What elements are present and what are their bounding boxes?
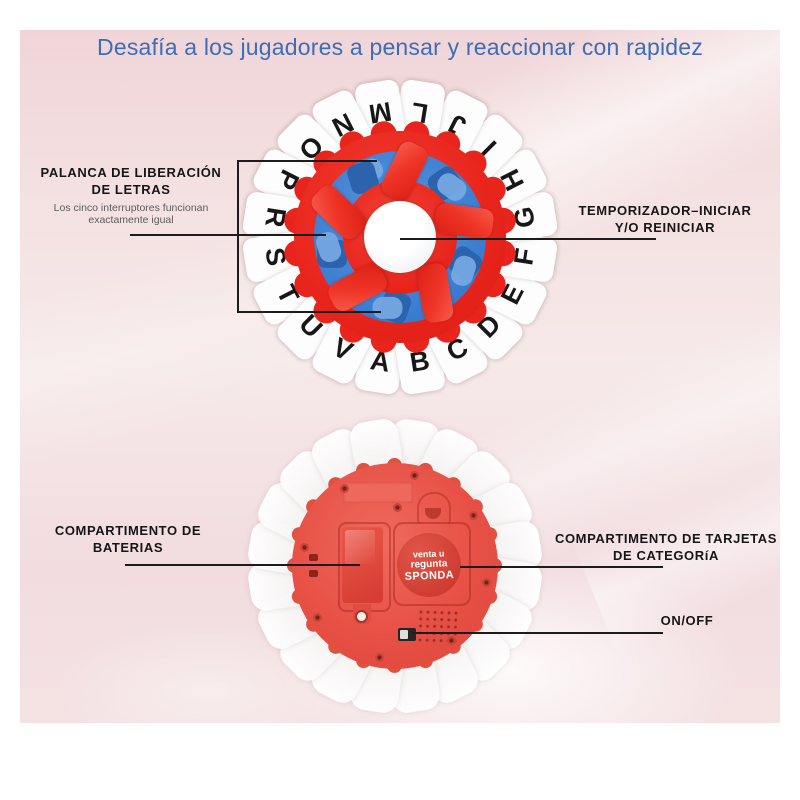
screw <box>312 612 322 622</box>
label-lever: PALANCA DE LIBERACIÓN DE LETRAS Los cinc… <box>25 164 237 226</box>
label-cards: COMPARTIMENTO DE TARJETAS DE CATEGORíA <box>544 530 780 564</box>
callout-line-lever-mid <box>130 234 326 236</box>
label-lever-sub1: Los cinco interruptores funcionan <box>53 202 209 214</box>
sticker-text: SPONDA <box>404 568 455 583</box>
rim-slot <box>309 554 318 561</box>
headline: Desafía a los jugadores a pensar y reacc… <box>97 34 703 60</box>
label-lever-line1: PALANCA DE LIBERACIÓN <box>40 165 222 180</box>
label-battery-line2: BATERIAS <box>92 540 164 555</box>
screw <box>446 635 456 645</box>
screw <box>299 542 309 552</box>
callout-line-timer <box>400 238 656 240</box>
label-lever-sub2: exactamente igual <box>88 214 174 226</box>
game-wheel-back: venta u regunta SPONDA <box>245 416 545 716</box>
label-cards-line2: DE CATEGORíA <box>613 548 719 563</box>
screw <box>468 510 478 520</box>
card-compartment <box>393 522 471 606</box>
label-power: ON/OFF <box>632 612 742 629</box>
battery-screw <box>355 610 368 623</box>
timer-button <box>364 201 436 273</box>
rim-slot <box>309 570 318 577</box>
label-lever-line2: DE LETRAS <box>91 182 171 197</box>
power-switch-knob <box>400 630 408 639</box>
screw <box>409 470 419 480</box>
screw <box>392 502 402 512</box>
label-recess <box>343 482 413 503</box>
label-timer-line1: TEMPORIZADOR–INICIAR <box>578 203 752 218</box>
hanger-notch <box>417 492 451 524</box>
callout-line-cards <box>460 566 663 568</box>
screw <box>481 577 491 587</box>
label-battery-line1: COMPARTIMENTO DE <box>54 523 202 538</box>
callout-line-lever-vertical <box>237 160 239 313</box>
callout-line-lever-bottom <box>237 311 381 313</box>
callout-line-battery <box>125 564 360 566</box>
label-power-text: ON/OFF <box>660 613 714 628</box>
callout-line-power <box>412 632 663 634</box>
hanger-slot <box>425 508 441 519</box>
label-cards-line1: COMPARTIMENTO DE TARJETAS <box>554 531 778 546</box>
slot-highlight <box>372 296 403 319</box>
label-timer: TEMPORIZADOR–INICIAR Y/O REINICIAR <box>558 202 772 236</box>
screw <box>374 652 384 662</box>
photo-area: Desafía a los jugadores a pensar y reacc… <box>20 30 780 723</box>
callout-line-lever-top <box>237 160 377 162</box>
screw <box>339 483 349 493</box>
label-timer-line2: Y/O REINICIAR <box>614 220 716 235</box>
battery-door-sheen <box>345 530 375 564</box>
label-battery: COMPARTIMENTO DE BATERIAS <box>25 522 231 556</box>
